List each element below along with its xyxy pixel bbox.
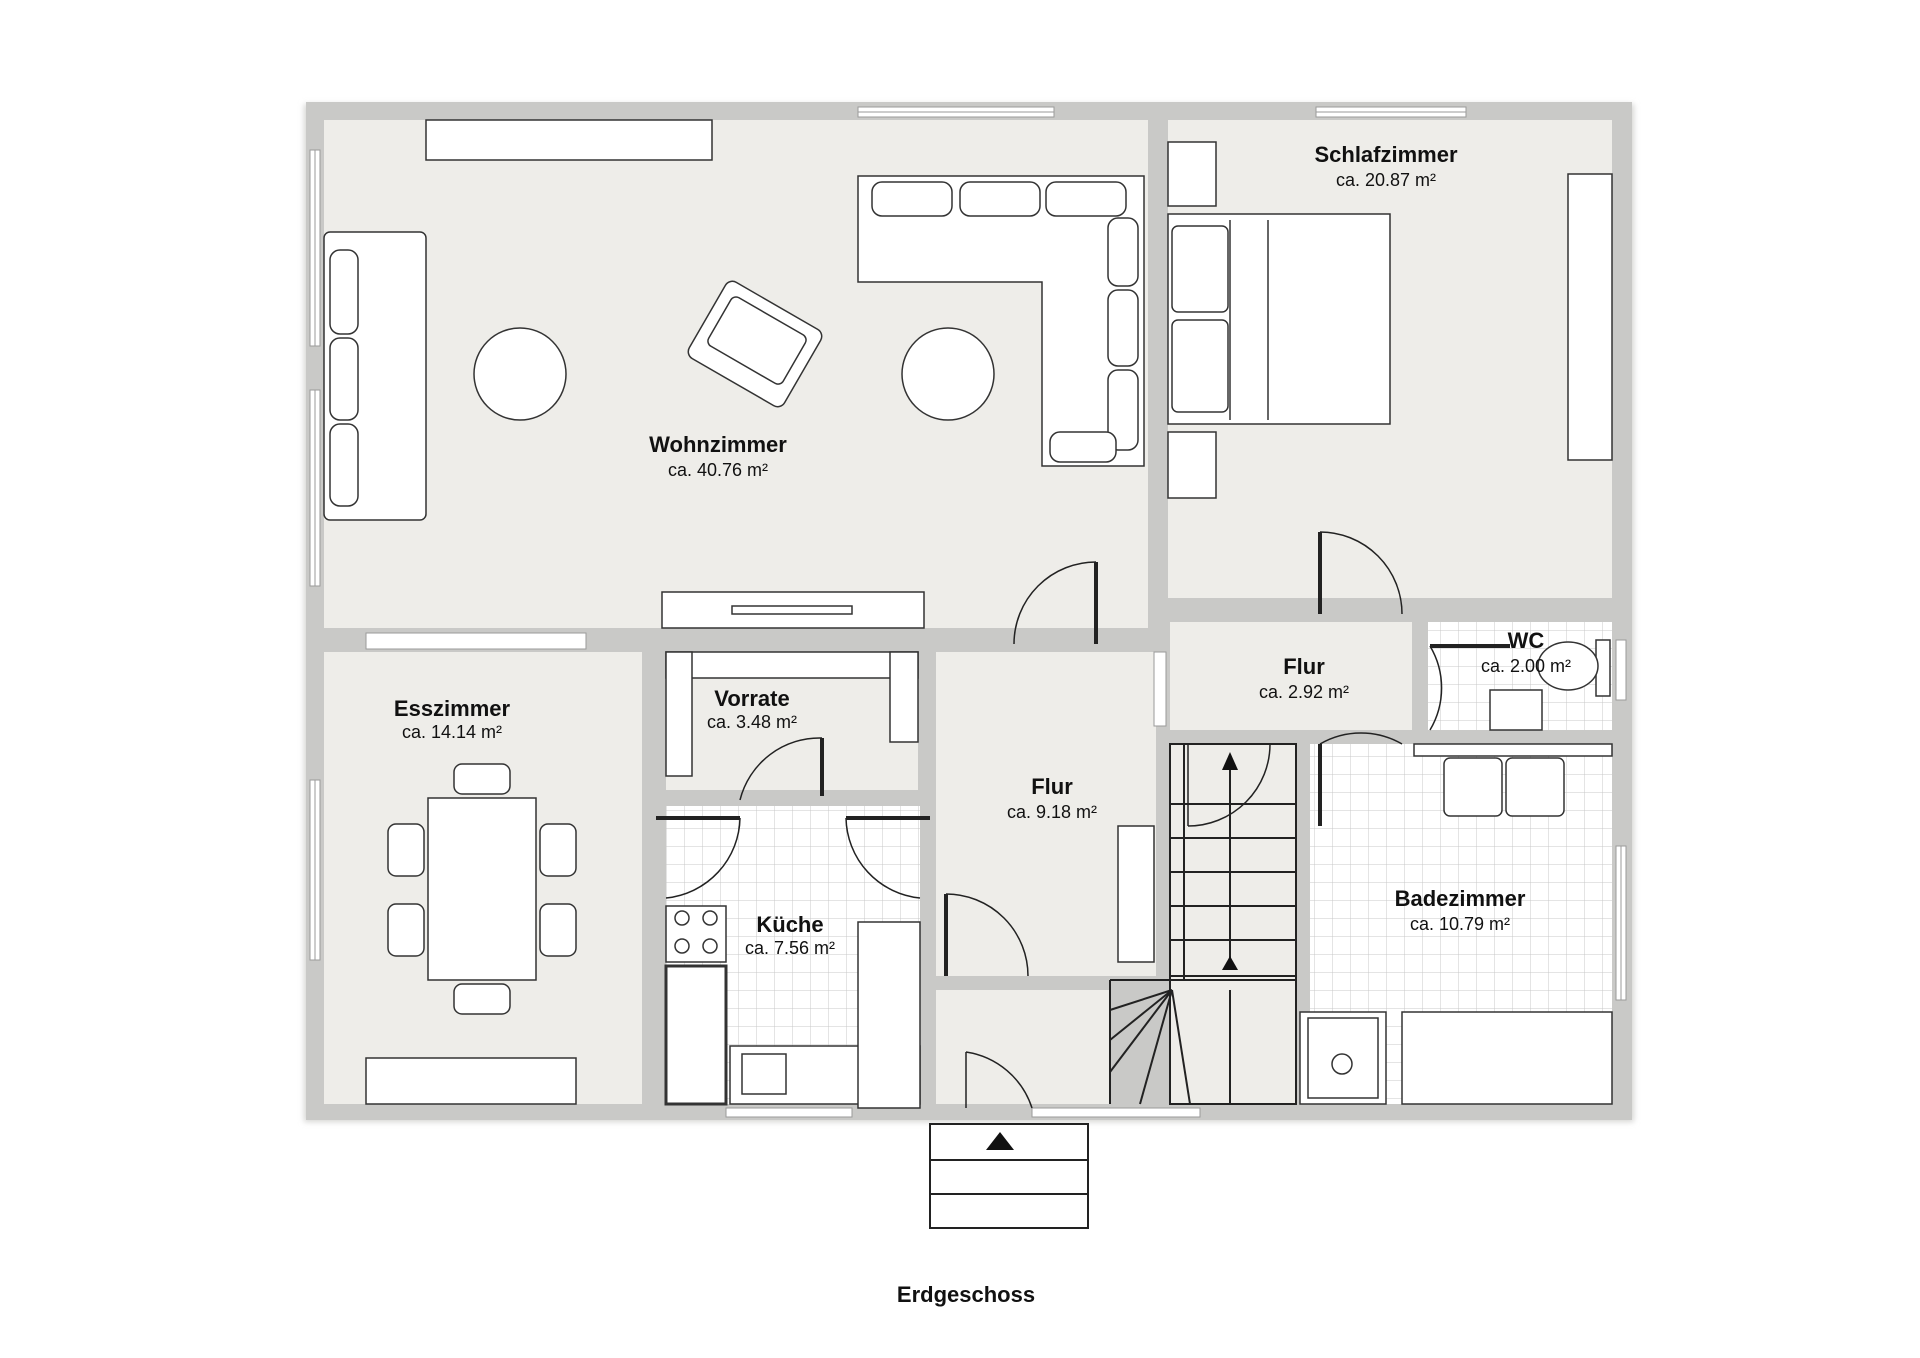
dining-table xyxy=(427,797,537,981)
fridge xyxy=(664,964,728,1106)
schlafzimmer-furniture xyxy=(1167,141,1613,499)
kueche-area: ca. 7.56 m² xyxy=(745,938,835,958)
wohnzimmer-label: Wohnzimmer xyxy=(649,432,787,457)
flur-main-area: ca. 9.18 m² xyxy=(1007,802,1097,822)
flur-main-label: Flur xyxy=(1031,774,1073,799)
schlafzimmer-label: Schlafzimmer xyxy=(1314,142,1457,167)
staircase xyxy=(1109,743,1297,1105)
vorrate-area: ca. 3.48 m² xyxy=(707,712,797,732)
flur-small-area: ca. 2.92 m² xyxy=(1259,682,1349,702)
counter-right xyxy=(857,921,921,1109)
flur-lower-floor xyxy=(936,990,1110,1104)
wc-area: ca. 2.00 m² xyxy=(1481,656,1571,676)
stair-area xyxy=(1170,744,1296,1104)
flur-furniture xyxy=(1117,825,1155,963)
bad-fixtures xyxy=(1299,639,1613,1105)
esszimmer-label: Esszimmer xyxy=(394,696,511,721)
corner-sofa xyxy=(857,175,1145,467)
sideboard xyxy=(425,119,713,161)
wohnzimmer-furniture xyxy=(323,119,1145,629)
badezimmer-area: ca. 10.79 m² xyxy=(1410,914,1510,934)
windows xyxy=(309,106,1627,1118)
doors xyxy=(656,531,1510,1109)
bad-shelf xyxy=(1413,743,1613,757)
entrance-arrow-icon xyxy=(986,1132,1014,1150)
wardrobe xyxy=(1567,173,1613,461)
wc-label: WC xyxy=(1508,628,1545,653)
coffee-table-right xyxy=(901,327,995,421)
badezimmer-label: Badezimmer xyxy=(1395,886,1526,911)
dining-sideboard xyxy=(365,1057,577,1105)
bathtub xyxy=(1401,1011,1613,1105)
esszimmer-area: ca. 14.14 m² xyxy=(402,722,502,742)
wohnzimmer-area: ca. 40.76 m² xyxy=(668,460,768,480)
toilet xyxy=(1537,641,1599,691)
plan-title: Erdgeschoss xyxy=(897,1282,1035,1307)
kueche-label: Küche xyxy=(756,912,823,937)
flur-small-label: Flur xyxy=(1283,654,1325,679)
tv xyxy=(731,605,853,615)
double-sink-left xyxy=(1443,757,1503,817)
tv-board xyxy=(661,591,925,629)
flur-small-floor xyxy=(1170,622,1412,730)
nightstand-top xyxy=(1167,141,1217,207)
kueche-furniture xyxy=(664,905,921,1109)
vorrate-label: Vorrate xyxy=(714,686,789,711)
vorrate-shelves xyxy=(665,651,919,777)
nightstand-bottom xyxy=(1167,431,1217,499)
entrance-steps xyxy=(929,1123,1089,1229)
wc-sink xyxy=(1489,689,1543,731)
wardrobe-flur xyxy=(1117,825,1155,963)
stair-arrows xyxy=(1222,752,1238,970)
schlafzimmer-area: ca. 20.87 m² xyxy=(1336,170,1436,190)
stove xyxy=(665,905,727,963)
double-sink-right xyxy=(1505,757,1565,817)
coffee-table-left xyxy=(473,327,567,421)
esszimmer-furniture xyxy=(365,763,577,1105)
